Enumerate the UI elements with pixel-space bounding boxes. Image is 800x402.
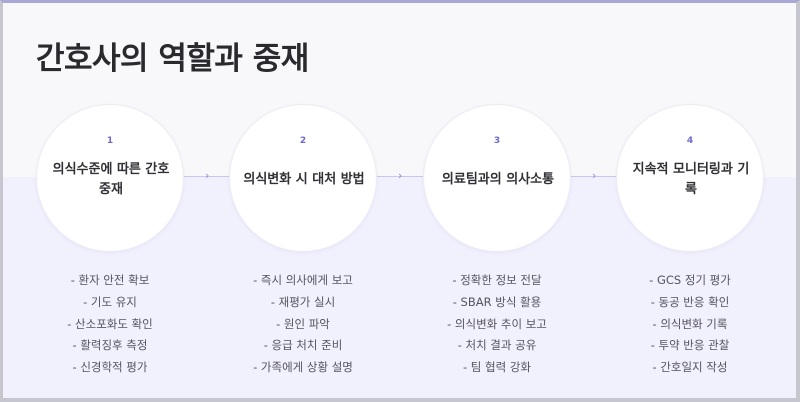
- step-1-actions: - 환자 안전 확보 - 기도 유지 - 산소포화도 확인 - 활력징후 측정 …: [20, 270, 200, 379]
- list-item: - 투약 반응 관찰: [650, 338, 730, 353]
- step-circle-4: 4 지속적 모니터링과 기록: [616, 104, 764, 252]
- chevron-right-icon: ›: [398, 169, 403, 182]
- list-item: - 신경학적 평가: [72, 360, 148, 375]
- list-item: - 가족에게 상황 설명: [253, 360, 353, 375]
- page-title: 간호사의 역할과 중재: [36, 41, 309, 77]
- list-item: - 처치 결과 공유: [457, 338, 537, 353]
- step-circle-1: 1 의식수준에 따른 간호 중재: [36, 104, 184, 252]
- step-circle-2: 2 의식변화 시 대처 방법: [229, 104, 377, 252]
- list-item: - GCS 정기 평가: [649, 273, 731, 287]
- list-item: - 간호일지 작성: [652, 360, 728, 375]
- list-item: - 의식변화 추이 보고: [447, 316, 547, 331]
- chevron-right-icon: ›: [205, 169, 210, 182]
- connector-line-2-3: [376, 176, 426, 177]
- step-number: 3: [493, 136, 501, 146]
- list-item: - 동공 반응 확인: [650, 294, 730, 309]
- connector-line-3-4: [570, 176, 620, 177]
- step-label: 지속적 모니터링과 기록: [632, 162, 750, 197]
- list-item: - 재평가 실시: [270, 294, 336, 309]
- list-item: - 산소포화도 확인: [67, 316, 153, 331]
- step-number: 4: [686, 136, 694, 146]
- step-4-actions: - GCS 정기 평가 - 동공 반응 확인 - 의식변화 기록 - 투약 반응…: [600, 270, 780, 379]
- list-item: - SBAR 방식 활용: [452, 294, 542, 309]
- step-2-actions: - 즉시 의사에게 보고 - 재평가 실시 - 원인 파악 - 응급 처치 준비…: [213, 270, 393, 379]
- list-item: - 응급 처치 준비: [263, 338, 343, 353]
- list-item: - 원인 파악: [276, 316, 330, 331]
- step-circle-3: 3 의료팀과의 의사소통: [423, 104, 571, 252]
- step-label: 의식변화 시 대처 방법: [243, 172, 365, 187]
- connector-line-1-2: [184, 176, 232, 177]
- step-label: 의료팀과의 의사소통: [441, 172, 555, 187]
- list-item: - 정확한 정보 전달: [452, 273, 542, 287]
- list-item: - 즉시 의사에게 보고: [253, 273, 353, 287]
- list-item: - 환자 안전 확보: [70, 273, 150, 287]
- step-number: 1: [106, 136, 114, 146]
- list-item: - 의식변화 기록: [652, 316, 728, 331]
- list-item: - 활력징후 측정: [72, 338, 148, 353]
- step-number: 2: [299, 136, 307, 146]
- chevron-right-icon: ›: [592, 169, 597, 182]
- list-item: - 기도 유지: [83, 294, 137, 309]
- step-3-actions: - 정확한 정보 전달 - SBAR 방식 활용 - 의식변화 추이 보고 - …: [407, 270, 587, 379]
- list-item: - 팀 협력 강화: [462, 360, 532, 375]
- step-label: 의식수준에 따른 간호 중재: [52, 162, 170, 197]
